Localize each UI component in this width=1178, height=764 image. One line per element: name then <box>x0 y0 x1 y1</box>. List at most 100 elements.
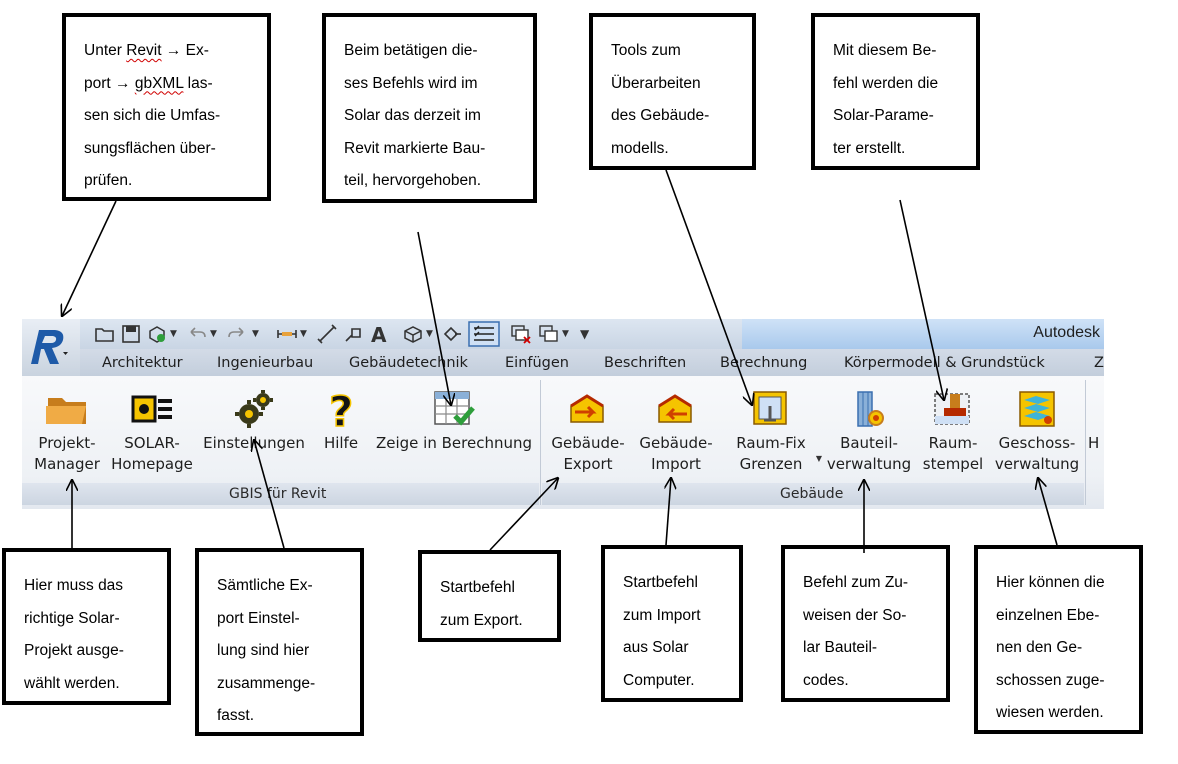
callout-text: Hier muss das richtige Solar- Projekt au… <box>24 577 124 692</box>
window-title: Autodesk <box>1033 324 1100 341</box>
revit-r-icon <box>31 330 68 364</box>
application-menu-button[interactable] <box>22 319 81 377</box>
component-management-icon <box>857 391 884 427</box>
bauteilverwaltung-button[interactable]: Bauteil- verwaltung <box>822 376 916 481</box>
callout-text: Hier können die einzelnen Ebe- nen den G… <box>996 574 1105 721</box>
group-label-gebaeude: Gebäude <box>780 486 844 502</box>
zeige-in-berechnung-label: Zeige in Berechnung <box>375 434 532 452</box>
tab-berechnung[interactable]: Berechnung <box>720 355 808 371</box>
group-separator <box>1085 380 1086 505</box>
hilfe-button[interactable]: ? Hilfe <box>314 376 368 481</box>
table-check-icon <box>434 391 475 426</box>
callout-projekt-manager: Hier muss das richtige Solar- Projekt au… <box>2 548 171 705</box>
room-boundary-icon <box>753 391 787 425</box>
callout-export-gbxml: Unter Revit → Ex- port → gbXML las- sen … <box>62 13 271 201</box>
geschossverwaltung-button[interactable]: Geschoss- verwaltung <box>990 376 1084 481</box>
chevron-down-icon[interactable]: ▼ <box>210 329 217 339</box>
callout-text: Sämtliche Ex- port Einstel- lung sind hi… <box>217 577 316 724</box>
ribbon-tab-bar: Architektur Ingenieurbau Gebäudetechnik … <box>80 349 1104 376</box>
tag-icon[interactable] <box>342 323 364 345</box>
tab-z[interactable]: Z <box>1094 355 1104 371</box>
gebaeude-import-button[interactable]: Gebäude- Import <box>632 376 720 481</box>
title-bar: Autodesk <box>742 319 1104 349</box>
chevron-down-icon[interactable]: ▼ <box>300 329 307 339</box>
open-folder-icon[interactable] <box>94 323 116 345</box>
next-panel-label: H <box>1088 434 1100 452</box>
group-label-gbis: GBIS für Revit <box>229 486 327 502</box>
callout-text: Startbefehl zum Export. <box>440 579 523 629</box>
ribbon-panel: GBIS für Revit Gebäude Projekt- Manager … <box>22 376 1104 509</box>
revit-ribbon-screenshot: ▼ ▼ ▼ ▼ A ▼ ▼ ▼ Autodesk Architektur Ing… <box>22 319 1104 509</box>
tab-einfuegen[interactable]: Einfügen <box>505 355 569 371</box>
group-separator <box>540 380 541 505</box>
projekt-manager-label: Projekt- Manager <box>34 434 100 473</box>
gebaeude-export-label: Gebäude- Export <box>551 434 625 473</box>
callout-bauteilverwaltung: Befehl zum Zu- weisen der So- lar Bautei… <box>781 545 950 702</box>
tab-architektur[interactable]: Architektur <box>102 355 183 371</box>
zeige-in-berechnung-button[interactable]: Zeige in Berechnung <box>372 376 536 481</box>
callout-text: Mit diesem Be- fehl werden die Solar-Par… <box>833 42 939 157</box>
building-export-icon <box>570 394 604 423</box>
section-icon[interactable] <box>440 323 462 345</box>
einstellungen-button[interactable]: Einstellungen <box>198 376 310 481</box>
aligned-dimension-icon[interactable] <box>316 323 338 345</box>
raum-fix-grenzen-label: Raum-Fix Grenzen <box>736 434 806 473</box>
tab-koerpermodell-grundstueck[interactable]: Körpermodell & Grundstück <box>844 355 1045 371</box>
chevron-down-icon[interactable]: ▼ <box>426 329 433 339</box>
gears-icon <box>235 390 273 428</box>
3d-view-icon[interactable] <box>402 323 424 345</box>
switch-windows-icon[interactable] <box>538 323 560 345</box>
gebaeude-import-label: Gebäude- Import <box>639 434 713 473</box>
sync-icon[interactable] <box>146 323 168 345</box>
geschossverwaltung-label: Geschoss- verwaltung <box>994 434 1080 473</box>
callout-text: Tools zum Überarbeiten des Gebäude- mode… <box>611 42 710 157</box>
gebaeude-export-button[interactable]: Gebäude- Export <box>544 376 632 481</box>
callout-gebaeude-export: Startbefehl zum Export. <box>418 550 561 642</box>
callout-zeige-in-berechnung: Beim betätigen die- ses Befehls wird im … <box>322 13 537 203</box>
callout-einstellungen: Sämtliche Ex- port Einstel- lung sind hi… <box>195 548 364 736</box>
chevron-down-icon[interactable]: ▼ <box>170 329 177 339</box>
solar-homepage-label: SOLAR- Homepage <box>111 434 193 473</box>
customize-qat-icon[interactable]: ▼ <box>580 327 590 341</box>
callout-solar-parameter: Mit diesem Be- fehl werden die Solar-Par… <box>811 13 980 170</box>
chevron-down-icon[interactable]: ▼ <box>815 454 822 463</box>
close-hidden-windows-icon[interactable] <box>510 323 532 345</box>
measure-icon[interactable] <box>276 323 298 345</box>
svg-text:A: A <box>371 323 387 345</box>
callout-text: Unter Revit → Ex- port → gbXML las- sen … <box>84 42 221 189</box>
callout-geschossverwaltung: Hier können die einzelnen Ebe- nen den G… <box>974 545 1143 734</box>
thin-lines-icon[interactable] <box>468 321 500 347</box>
redo-icon[interactable] <box>226 323 248 345</box>
chevron-down-icon[interactable]: ▼ <box>562 329 569 339</box>
help-question-icon: ? <box>328 386 354 432</box>
group-bar-gebaeude <box>542 483 1084 505</box>
callout-text: Beim betätigen die- ses Befehls wird im … <box>344 42 486 189</box>
next-panel-button[interactable]: H <box>1088 376 1104 481</box>
room-stamp-icon <box>934 393 970 425</box>
solar-logo-icon <box>131 395 172 423</box>
hilfe-label: Hilfe <box>323 434 359 452</box>
einstellungen-label: Einstellungen <box>203 434 305 452</box>
arrow-to-app-button <box>62 200 117 316</box>
building-import-icon <box>658 394 692 423</box>
quick-access-toolbar: ▼ ▼ ▼ ▼ A ▼ ▼ ▼ <box>80 319 742 349</box>
svg-text:?: ? <box>329 387 353 432</box>
callout-tools-gebaeudemodell: Tools zum Überarbeiten des Gebäude- mode… <box>589 13 756 170</box>
callout-gebaeude-import: Startbefehl zum Import aus Solar Compute… <box>601 545 743 702</box>
folder-icon <box>46 398 86 424</box>
tab-gebaeudetechnik[interactable]: Gebäudetechnik <box>349 355 468 371</box>
projekt-manager-button[interactable]: Projekt- Manager <box>24 376 110 481</box>
chevron-down-icon[interactable]: ▼ <box>252 329 259 339</box>
storey-management-icon <box>1019 391 1055 427</box>
raumstempel-label: Raum- stempel <box>922 434 984 473</box>
bauteilverwaltung-label: Bauteil- verwaltung <box>826 434 912 473</box>
callout-text: Startbefehl zum Import aus Solar Compute… <box>623 574 701 689</box>
tab-ingenieurbau[interactable]: Ingenieurbau <box>217 355 314 371</box>
tab-beschriften[interactable]: Beschriften <box>604 355 687 371</box>
solar-homepage-button[interactable]: SOLAR- Homepage <box>110 376 194 481</box>
text-icon[interactable]: A <box>368 323 390 345</box>
raum-fix-grenzen-button[interactable]: Raum-Fix Grenzen ▼ <box>722 376 822 481</box>
raumstempel-button[interactable]: Raum- stempel <box>918 376 988 481</box>
undo-icon[interactable] <box>186 323 208 345</box>
save-icon[interactable] <box>120 323 142 345</box>
